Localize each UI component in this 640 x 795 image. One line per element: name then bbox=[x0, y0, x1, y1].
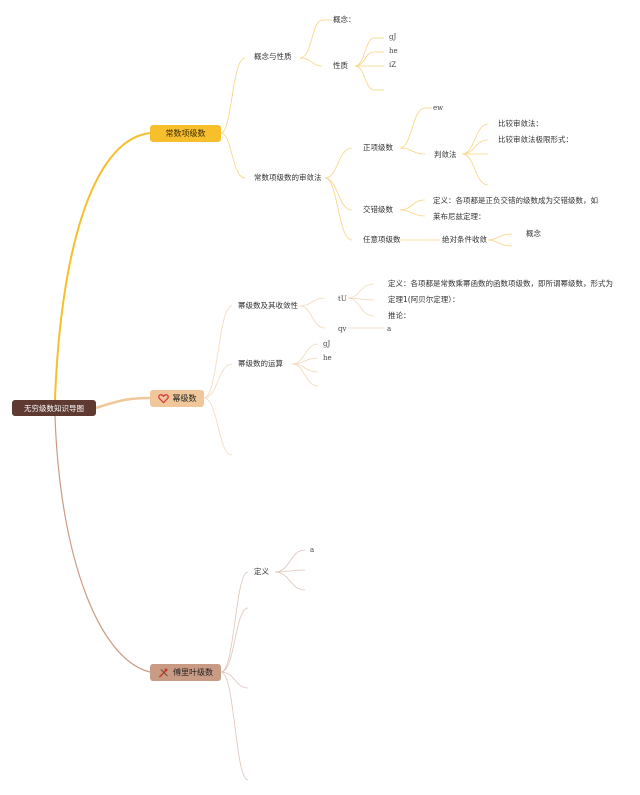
node-a[interactable]: a bbox=[310, 546, 315, 554]
node-qv[interactable]: qv bbox=[338, 325, 347, 333]
node-ops-item[interactable]: he bbox=[323, 354, 332, 362]
branch-constant-series[interactable]: 常数项级数 bbox=[150, 125, 221, 142]
root-node[interactable]: 无穷级数知识导图 bbox=[12, 400, 96, 416]
node-abel-theorem[interactable]: 定理1(阿贝尔定理）： bbox=[388, 295, 460, 304]
node-property[interactable]: 性质 bbox=[333, 61, 348, 70]
node-alternating-series[interactable]: 交错级数 bbox=[363, 205, 393, 214]
node-arbitrary-series[interactable]: 任意项级数 bbox=[363, 235, 401, 244]
node-power-convergence[interactable]: 幂级数及其收敛性 bbox=[238, 301, 298, 310]
node-compare[interactable]: 比较审敛法： bbox=[498, 119, 543, 128]
node-property-item[interactable]: iZ bbox=[389, 61, 397, 69]
node-tests[interactable]: 常数项级数的审敛法 bbox=[254, 173, 322, 182]
branch-fourier-series[interactable]: 傅里叶级数 bbox=[150, 664, 221, 681]
node-leibniz[interactable]: 莱布尼兹定理： bbox=[433, 212, 486, 221]
node-fourier-definition[interactable]: 定义 bbox=[254, 567, 269, 576]
node-tu[interactable]: tU bbox=[338, 295, 347, 303]
node-a[interactable]: a bbox=[387, 325, 392, 333]
heart-icon bbox=[157, 394, 169, 404]
node-power-definition[interactable]: 定义：各项都是常数乘幂函数的函数项级数，即所谓幂级数，形式为 bbox=[388, 279, 613, 288]
node-abs-concept[interactable]: 概念 bbox=[526, 229, 541, 238]
node-power-operations[interactable]: 幂级数的运算 bbox=[238, 359, 283, 368]
node-concept[interactable]: 概念： bbox=[333, 15, 356, 24]
node-compare-limit[interactable]: 比较审敛法极限形式： bbox=[498, 135, 573, 144]
node-concept-property[interactable]: 概念与性质 bbox=[254, 52, 292, 61]
node-corollary[interactable]: 推论： bbox=[388, 311, 411, 320]
node-property-item[interactable]: he bbox=[389, 47, 398, 55]
node-property-item[interactable]: gJ bbox=[389, 33, 397, 41]
branch-label: 傅里叶级数 bbox=[173, 668, 213, 677]
root-label: 无穷级数知识导图 bbox=[24, 403, 84, 413]
node-ew[interactable]: ew bbox=[433, 104, 444, 112]
node-alt-definition[interactable]: 定义：各项都是正负交错的级数成为交错级数，如 bbox=[433, 196, 598, 205]
branch-label: 常数项级数 bbox=[165, 129, 206, 138]
branch-label: 幂级数 bbox=[172, 394, 197, 403]
node-positive-series[interactable]: 正项级数 bbox=[363, 143, 393, 152]
tools-icon bbox=[159, 668, 168, 678]
node-judge[interactable]: 判敛法 bbox=[434, 150, 457, 159]
branch-power-series[interactable]: 幂级数 bbox=[150, 390, 204, 407]
node-abs-conv[interactable]: 绝对条件收敛 bbox=[442, 235, 487, 244]
node-ops-item[interactable]: gJ bbox=[323, 340, 331, 348]
